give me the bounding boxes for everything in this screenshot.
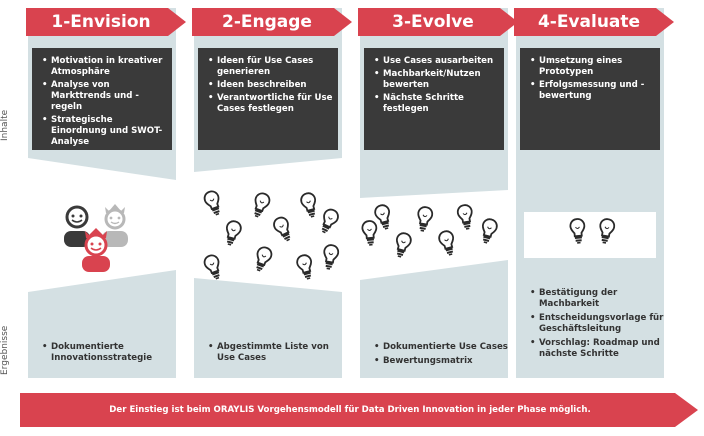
side-label-results: Ergebnisse — [0, 325, 10, 375]
lightbulb-icon — [294, 252, 317, 285]
phase-contents-box: Umsetzung eines Prototypen Erfolgsmessun… — [520, 48, 660, 150]
lightbulb-icon — [596, 217, 617, 249]
person-red-icon — [82, 228, 110, 272]
content-item: Motivation in kreativer Atmosphäre — [42, 56, 168, 78]
lightbulb-icon — [298, 190, 321, 223]
people-icon — [64, 204, 128, 272]
banner-arrow — [20, 393, 698, 427]
lightbulb-icon — [247, 190, 272, 224]
content-item: Ideen für Use Cases generieren — [208, 56, 334, 78]
content-item: Machbarkeit/Nutzen bewerten — [374, 69, 500, 91]
result-item: Vorschlag: Roadmap und nächste Schritte — [530, 338, 664, 360]
lightbulb-icon — [270, 214, 297, 248]
funnel-shape — [28, 158, 176, 292]
phase-column-evolve: 3-Evolve Use Cases ausarbeiten Machbarke… — [358, 8, 518, 378]
lightbulb-icon — [414, 205, 435, 237]
side-label-contents: Inhalte — [0, 109, 10, 141]
lightbulb-icon — [314, 206, 341, 240]
lightbulb-icon — [569, 217, 588, 248]
content-item: Use Cases ausarbeiten — [374, 56, 500, 67]
phase-contents-box: Use Cases ausarbeiten Machbarkeit/Nutzen… — [364, 48, 504, 150]
phase-title: 2-Engage — [222, 12, 312, 32]
phase-contents-box: Ideen für Use Cases generieren Ideen bes… — [198, 48, 338, 150]
lightbulb-icon — [220, 218, 243, 251]
person-grey-icon — [102, 204, 128, 247]
content-item: Nächste Schritte festlegen — [374, 93, 500, 115]
lightbulb-icon — [201, 188, 226, 222]
phase-title: 1-Envision — [51, 12, 151, 32]
result-item: Bestätigung der Machbarkeit — [530, 288, 664, 310]
phase-column-evaluate: 4-Evaluate Umsetzung eines Prototypen Er… — [514, 8, 674, 378]
lightbulb-icon — [249, 244, 274, 278]
result-item: Dokumentierte Innovationsstrategie — [42, 342, 176, 364]
lightbulb-icon — [320, 243, 341, 275]
result-item: Abgestimmte Liste von Use Cases — [208, 342, 342, 364]
content-item: Verantwortliche für Use Cases festlegen — [208, 93, 334, 115]
phase-title: 4-Evaluate — [537, 12, 641, 32]
phase-contents-box: Motivation in kreativer Atmosphäre Analy… — [32, 48, 172, 150]
content-item: Strategische Einordnung und SWOT-Analyse — [42, 115, 168, 148]
lightbulb-icon — [361, 219, 380, 250]
phase-title: 3-Evolve — [392, 12, 474, 32]
person-dark-icon — [64, 205, 90, 247]
phase-column-envision: 1-Envision Motivation in kreativer Atmos… — [26, 8, 186, 378]
lightbulb-icon — [372, 202, 395, 235]
result-item: Entscheidungsvorlage für Geschäftsleitun… — [530, 313, 664, 335]
funnel-shape — [524, 212, 656, 258]
content-item: Analyse von Markttrends und -regeln — [42, 80, 168, 113]
content-item: Umsetzung eines Prototypen — [530, 56, 656, 78]
banner-text: Der Einstieg ist beim ORAYLIS Vorgehensm… — [109, 405, 591, 415]
lightbulb-icon — [476, 216, 499, 249]
lightbulb-icon — [436, 228, 459, 261]
lightbulb-icon — [390, 230, 413, 263]
lightbulb-icon — [201, 252, 226, 286]
phase-column-engage: 2-Engage Ideen für Use Cases generieren … — [192, 8, 352, 378]
content-item: Ideen beschreiben — [208, 80, 334, 91]
result-item: Bewertungsmatrix — [374, 356, 508, 367]
content-item: Erfolgsmessung und -bewertung — [530, 80, 656, 102]
result-item: Dokumentierte Use Cases — [374, 342, 508, 353]
lightbulb-icon — [456, 203, 477, 235]
